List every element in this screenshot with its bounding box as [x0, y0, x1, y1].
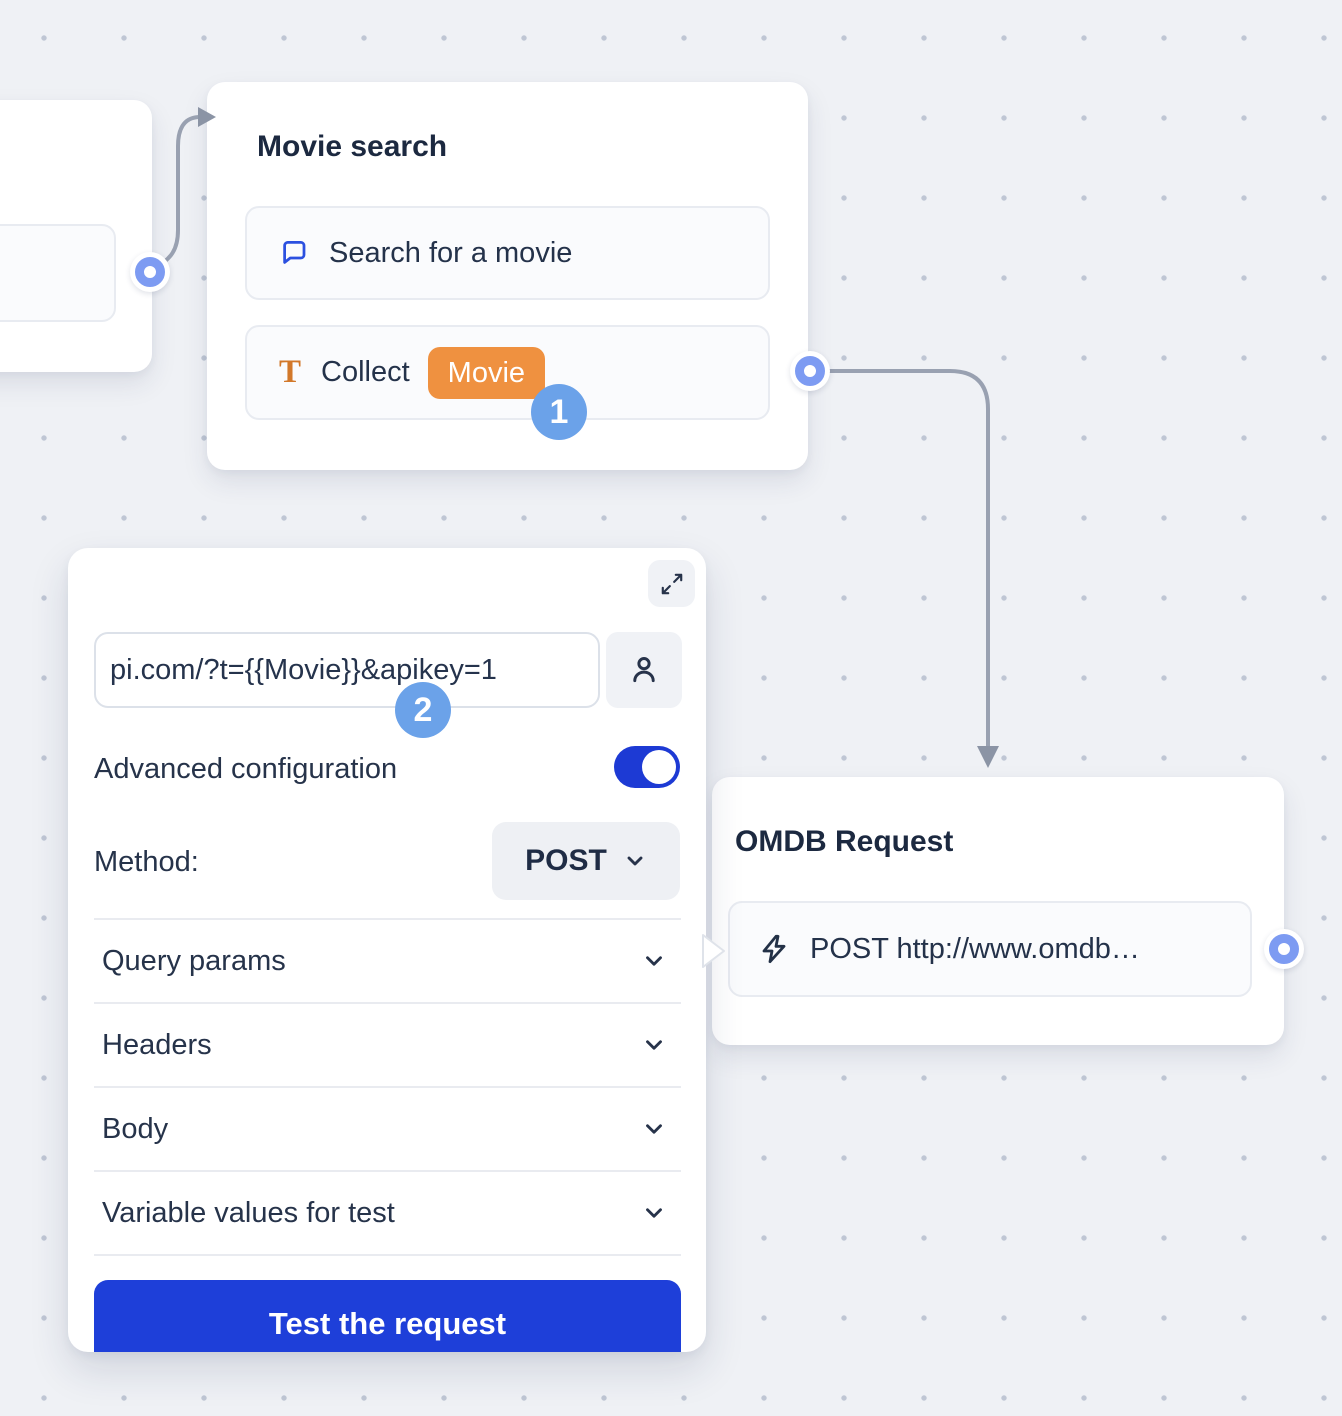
step-badge-1: 1	[531, 384, 587, 440]
user-variables-button[interactable]	[606, 632, 682, 708]
collect-block[interactable]: T Collect Movie	[245, 325, 770, 420]
chat-bubble-icon	[279, 238, 309, 268]
omdb-output-port[interactable]	[1264, 929, 1304, 969]
webhook-config-panel[interactable]: Advanced configuration Method: POST Quer…	[68, 548, 706, 1352]
chevron-down-icon	[641, 1032, 667, 1058]
partial-node-output-port[interactable]	[130, 252, 170, 292]
node-title: Movie search	[257, 130, 448, 163]
port-ring	[135, 257, 165, 287]
test-request-button[interactable]: Test the request	[94, 1280, 681, 1352]
collect-block-label: Collect	[321, 356, 410, 388]
variable-badge[interactable]: Movie	[427, 346, 546, 399]
connector-left-to-movie	[151, 115, 202, 270]
omdb-request-node[interactable]: OMDB Request POST http://www.omdb…	[712, 777, 1284, 1045]
chevron-down-icon	[623, 849, 647, 873]
method-label: Method:	[94, 846, 199, 878]
section-label: Headers	[102, 1028, 212, 1061]
webhook-block[interactable]: POST http://www.omdb…	[728, 901, 1252, 997]
toggle-knob	[642, 750, 676, 784]
movie-search-node[interactable]: Movie search Search for a movie T Collec…	[207, 82, 808, 470]
section-label: Query params	[102, 944, 286, 977]
config-sections: Query params Headers Body Variable value…	[94, 918, 681, 1256]
expand-button[interactable]	[648, 560, 695, 607]
lightning-icon	[758, 933, 790, 965]
section-label: Variable values for test	[102, 1196, 395, 1229]
advanced-configuration-label: Advanced configuration	[94, 753, 398, 785]
partial-node-card[interactable]	[0, 100, 152, 372]
method-dropdown[interactable]: POST	[492, 822, 680, 900]
connector-movie-to-omdb	[822, 369, 990, 750]
step-badge-2: 2	[395, 682, 451, 738]
chevron-down-icon	[641, 948, 667, 974]
method-value: POST	[525, 844, 607, 877]
chevron-down-icon	[641, 1200, 667, 1226]
question-block-label: Search for a movie	[329, 236, 573, 269]
movie-search-output-port[interactable]	[790, 351, 830, 391]
omdb-input-port[interactable]	[700, 932, 728, 970]
chevron-down-icon	[641, 1116, 667, 1142]
port-ring	[795, 356, 825, 386]
section-body[interactable]: Body	[94, 1086, 681, 1170]
expand-icon	[659, 571, 685, 597]
advanced-configuration-toggle[interactable]	[614, 746, 680, 788]
node-title: OMDB Request	[735, 825, 954, 858]
section-label: Body	[102, 1112, 169, 1145]
text-input-icon: T	[279, 354, 302, 390]
url-input[interactable]	[94, 632, 600, 708]
section-query-params[interactable]: Query params	[94, 918, 681, 1002]
section-variable-values[interactable]: Variable values for test	[94, 1170, 681, 1256]
question-block[interactable]: Search for a movie	[245, 206, 770, 300]
person-icon	[627, 653, 661, 687]
arrowhead-down	[977, 746, 999, 768]
webhook-block-label: POST http://www.omdb…	[810, 932, 1140, 965]
partial-node-row[interactable]	[0, 224, 116, 322]
port-ring	[1269, 934, 1299, 964]
section-headers[interactable]: Headers	[94, 1002, 681, 1086]
